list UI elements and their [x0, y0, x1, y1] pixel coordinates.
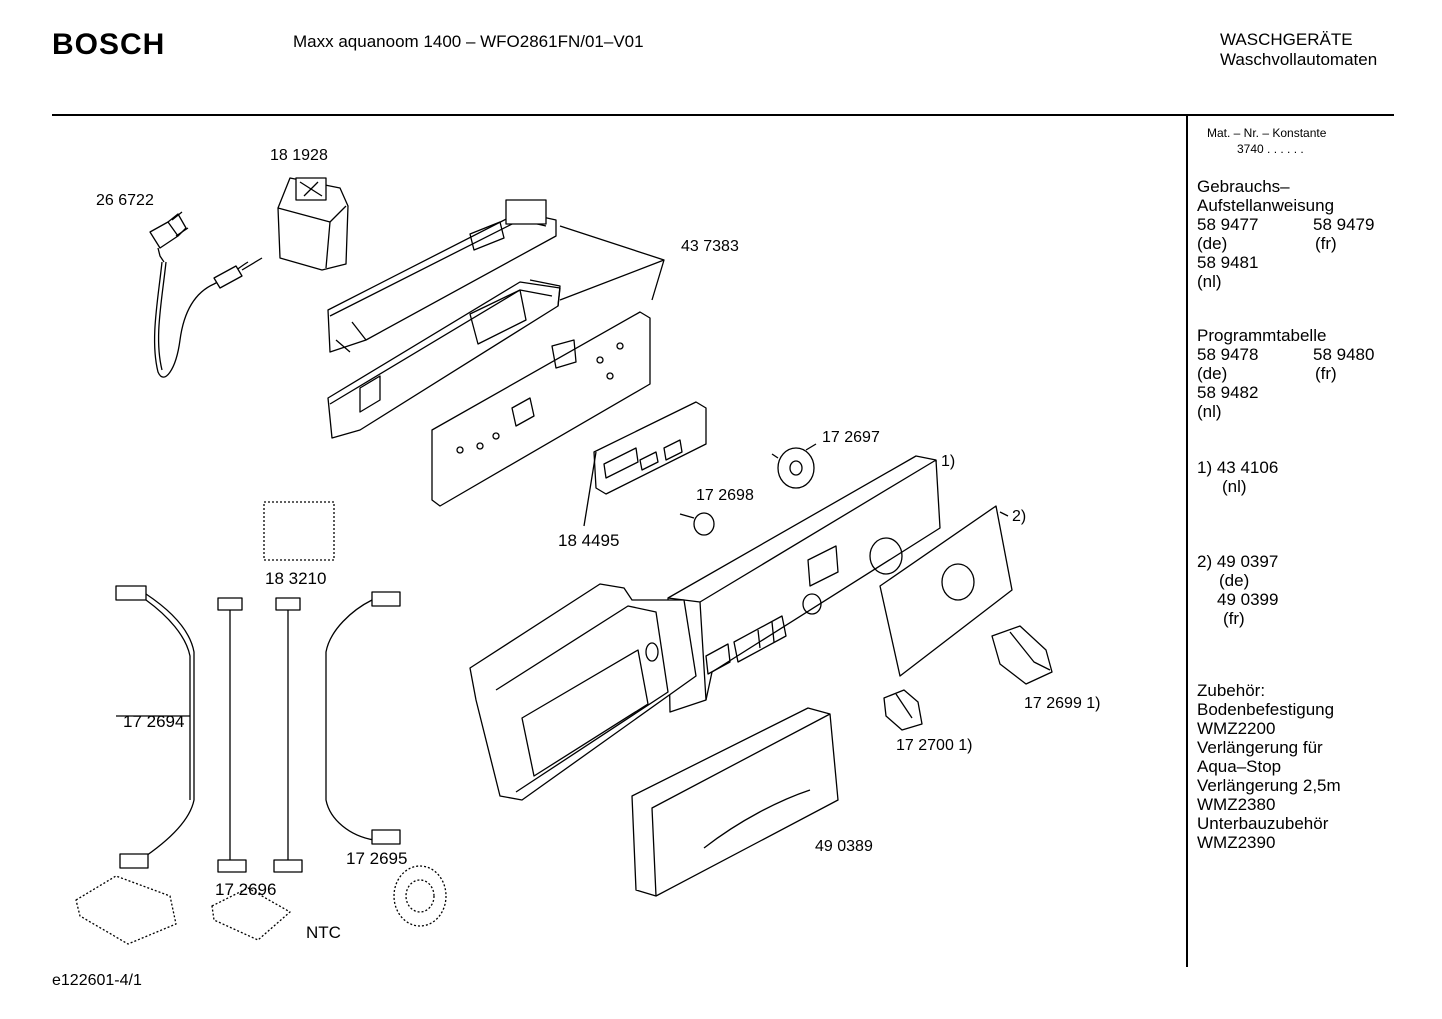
- exploded-parts-diagram: [75, 177, 1053, 945]
- program-row-2: (de) (fr): [1197, 364, 1337, 383]
- drawer-handle-drawing: [631, 707, 839, 897]
- interference-filter-drawing: [277, 177, 349, 271]
- note-2-section: 2) 49 0397 (de) 49 0399 (fr): [1197, 552, 1278, 628]
- part-label-266722: 26 6722: [96, 192, 154, 209]
- part-label-172696: 17 2696: [215, 880, 277, 899]
- part-label-490389: 49 0389: [815, 838, 873, 855]
- manual-de-lang: (de): [1197, 234, 1228, 253]
- brand-logo: BOSCH: [52, 28, 166, 61]
- manual-de-number: 58 9477: [1197, 215, 1259, 234]
- program-de-number: 58 9478: [1197, 345, 1259, 364]
- program-de-lang: (de): [1197, 364, 1228, 383]
- part-label-172700: 17 2700 1): [896, 737, 973, 754]
- manual-nl-lang: (nl): [1197, 272, 1222, 291]
- program-title: Programmtabelle: [1197, 326, 1327, 345]
- mat-title: Mat. – Nr. – Konstante: [1207, 126, 1327, 140]
- part-label-ntc: NTC: [306, 923, 341, 942]
- part-label-184495: 18 4495: [558, 531, 620, 550]
- selector-hub-drawing: [771, 447, 815, 489]
- part-label-172699: 17 2699 1): [1024, 695, 1101, 712]
- power-cord-drawing: [149, 211, 263, 378]
- part-label-172698: 17 2698: [696, 487, 754, 504]
- manual-section: Gebrauchs– Aufstellanweisung 58 9477 58 …: [1197, 177, 1374, 291]
- note-1-number: 1) 43 4106: [1197, 458, 1279, 477]
- main-pcb-drawing: [431, 311, 651, 507]
- part-label-181928: 18 1928: [270, 147, 328, 164]
- accessories-section: Zubehör: Bodenbefestigung WMZ2200 Verlän…: [1197, 681, 1341, 852]
- leader-lines: [559, 225, 1009, 527]
- part-label-437383: 43 7383: [681, 238, 739, 255]
- part-label-172695: 17 2695: [346, 849, 408, 868]
- accessory-line: Unterbauzubehör: [1197, 814, 1329, 833]
- note-1-lang: (nl): [1222, 477, 1247, 496]
- program-row-1: 58 9478 58 9480: [1197, 345, 1374, 364]
- program-nl-number: 58 9482: [1197, 383, 1259, 402]
- accessory-line: WMZ2380: [1197, 795, 1276, 814]
- reference-parts-drawing: [75, 501, 447, 945]
- note-1-section: 1) 43 4106 (nl): [1197, 458, 1278, 496]
- category-line-1: WASCHGERÄTE: [1220, 30, 1353, 49]
- model-title: Maxx aquanoom 1400 – WFO2861FN/01–V01: [293, 32, 644, 51]
- part-label-183210: 18 3210: [265, 569, 327, 588]
- manual-row-1: 58 9477 58 9479: [1197, 215, 1374, 234]
- accessory-line: Bodenbefestigung: [1197, 700, 1335, 719]
- part-label-172697: 17 2697: [822, 429, 880, 446]
- wiring-harnesses-drawing: [115, 585, 401, 873]
- manual-row-2: (de) (fr): [1197, 234, 1337, 253]
- program-section: Programmtabelle 58 9478 58 9480 (de) (fr…: [1197, 326, 1374, 421]
- program-nl-lang: (nl): [1197, 402, 1222, 421]
- part-label-note-1: 1): [941, 453, 956, 470]
- control-panel-drawing: [667, 455, 941, 713]
- dispenser-frame-drawing: [469, 583, 697, 801]
- part-label-172694: 17 2694: [123, 712, 185, 731]
- sidebar-divider: [1186, 116, 1188, 967]
- button-knob-drawing: [883, 689, 923, 731]
- manual-fr-number: 58 9479: [1313, 215, 1375, 234]
- manual-nl-number: 58 9481: [1197, 253, 1259, 272]
- category-line-2: Waschvollautomaten: [1220, 50, 1378, 69]
- category-label: WASCHGERÄTE Waschvollautomaten: [1220, 30, 1377, 70]
- accessory-line: Aqua–Stop: [1197, 757, 1282, 776]
- program-fr-lang: (fr): [1315, 364, 1337, 383]
- note-2-number: 2) 49 0397: [1197, 552, 1279, 571]
- mat-value: 3740 . . . . . .: [1237, 142, 1304, 156]
- part-label-note-2: 2): [1012, 508, 1027, 525]
- accessory-line: WMZ2200: [1197, 719, 1276, 738]
- note-2-number-b: 49 0399: [1217, 590, 1279, 609]
- manual-fr-lang: (fr): [1315, 234, 1337, 253]
- display-module-drawing: [593, 401, 707, 495]
- panel-foil-drawing: [879, 505, 1013, 677]
- program-knob-drawing: [991, 625, 1053, 685]
- accessory-line: Verlängerung für: [1197, 738, 1323, 757]
- control-module-upper-drawing: [327, 199, 557, 353]
- mat-constant: Mat. – Nr. – Konstante 3740 . . . . . .: [1207, 125, 1326, 157]
- accessory-line: WMZ2390: [1197, 833, 1276, 852]
- manual-title-2: Aufstellanweisung: [1197, 196, 1335, 215]
- manual-title-1: Gebrauchs–: [1197, 177, 1290, 196]
- header-divider: [52, 114, 1394, 116]
- note-2-lang-fr: (fr): [1223, 609, 1245, 628]
- accessory-line: Zubehör:: [1197, 681, 1266, 700]
- program-fr-number: 58 9480: [1313, 345, 1375, 364]
- accessory-line: Verlängerung 2,5m: [1197, 776, 1341, 795]
- drawing-code: e122601-4/1: [52, 972, 142, 989]
- control-module-tray-drawing: [327, 279, 561, 439]
- button-hub-drawing: [679, 512, 715, 536]
- note-2-lang-de: (de): [1219, 571, 1250, 590]
